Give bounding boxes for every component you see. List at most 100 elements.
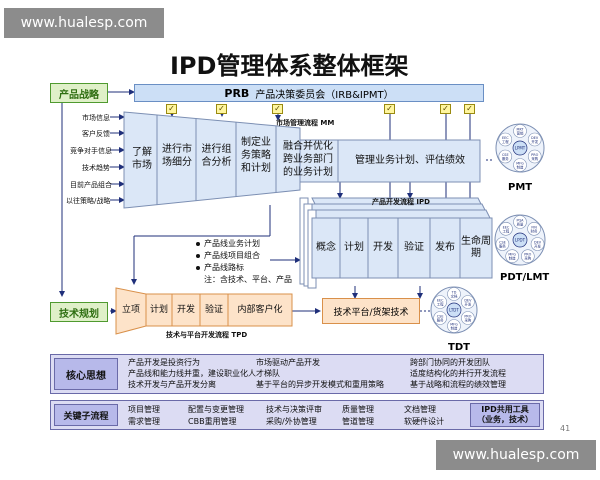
team-member-label: CSE xyxy=(437,315,444,319)
team-member-label: TD xyxy=(451,291,457,295)
team-member-label: CSE xyxy=(499,241,506,245)
team-member-circle xyxy=(530,237,545,251)
key-item: 软硬件设计 xyxy=(404,417,444,426)
team-member-label: 制造 xyxy=(451,326,458,331)
roadmap-note: 注：含技术、平台、产品 xyxy=(204,275,292,284)
tpd-step: 验证 xyxy=(204,305,223,315)
market-input: 客户反馈 xyxy=(82,130,110,138)
team-member-label: PRO xyxy=(524,253,531,257)
mm-step: 进行组合分析 xyxy=(201,144,232,168)
key-label: 关键子流程 xyxy=(54,404,118,426)
team-leader-circle xyxy=(512,140,528,156)
tpd-label: 技术与平台开发流程 TPD xyxy=(166,331,248,339)
ipd-phase: 开发 xyxy=(373,242,393,253)
team-member-circle xyxy=(495,237,510,251)
core-band xyxy=(50,354,544,394)
core-text: 产品开发是投资行为 xyxy=(128,358,200,367)
key-item: CBB重用管理 xyxy=(188,417,237,426)
tpd-step: 立项 xyxy=(121,305,140,315)
ipd-phase: 计划 xyxy=(344,242,364,253)
ipd-tools-title: IPD共用工具 xyxy=(481,405,529,414)
checkpoint-icon: ✓ xyxy=(216,104,227,114)
ipd-phase: 验证 xyxy=(404,242,424,253)
mm-step: 制定业务策略和计划 xyxy=(241,137,271,174)
mm-step: 了解市场 xyxy=(132,147,152,171)
team-leader-circle xyxy=(446,302,462,318)
team-member-label: 工程 xyxy=(437,302,444,307)
team-member-label: 营销 xyxy=(517,131,524,136)
checkpoint-icon: ✓ xyxy=(166,104,177,114)
team-name: TDT xyxy=(448,342,470,353)
prb-bar: PRB 产品决策委员会（IRB&IPMT） xyxy=(134,84,484,102)
team-member-label: 采购 xyxy=(524,256,531,261)
key-item: 需求管理 xyxy=(128,417,160,426)
core-text: 产品线和能力线并重，建设职业化人才梯队 xyxy=(128,369,280,378)
team-member-label: DEV xyxy=(531,136,539,140)
team-member-label: 开发 xyxy=(534,244,541,249)
core-text: 基于平台的异步开发模式和重用策略 xyxy=(256,380,384,389)
team-member-label: 采购 xyxy=(464,318,471,323)
prb-name: PRB xyxy=(224,86,250,100)
team-member-label: MKT xyxy=(517,128,525,132)
team-member-circle xyxy=(505,249,519,264)
checkpoint-icon: ✓ xyxy=(384,104,395,114)
tpd-step: 开发 xyxy=(176,305,195,315)
team-member-circle xyxy=(498,132,513,147)
team-member-circle xyxy=(513,124,527,138)
roadmap-item: 产品线业务计划 xyxy=(196,238,292,250)
market-input: 技术趋势 xyxy=(82,164,110,172)
team-member-label: PRO xyxy=(464,315,471,319)
team-member-circle xyxy=(521,249,535,264)
team-leader-circle xyxy=(512,232,528,248)
watermark-top: www.hualesp.com xyxy=(4,8,164,38)
roadmap-list: 产品线业务计划 产品线项目组合 产品线路标 注：含技术、平台、产品 xyxy=(196,238,292,286)
team-member-circle xyxy=(447,319,461,333)
team-member-circle xyxy=(433,311,447,325)
team-name: PMT xyxy=(508,182,533,193)
tpd-step: 内部客户化 xyxy=(237,305,283,315)
team-member-label: 工程 xyxy=(503,228,510,233)
team-member-circle xyxy=(527,149,542,164)
key-item: 采购/外协管理 xyxy=(266,417,317,426)
market-input: 目前产品组合 xyxy=(70,181,112,189)
team-member-label: 服务 xyxy=(499,244,506,249)
team-leader-label: LTDT xyxy=(449,308,459,313)
tech-planning-box: 技术规划 xyxy=(50,302,108,322)
team-member-circle xyxy=(461,295,475,309)
roadmap-item: 产品线项目组合 xyxy=(196,250,292,262)
team-member-label: MFG xyxy=(450,323,458,327)
core-text: 跨部门协同的开发团队 xyxy=(410,358,490,367)
team-name: PDT/LMT xyxy=(500,272,550,283)
team-member-circle xyxy=(433,295,447,309)
team-member-label: EEC xyxy=(437,299,444,303)
checkpoint-icon: ✓ xyxy=(464,104,475,114)
mm-manage: 管理业务计划、评估绩效 xyxy=(355,155,465,166)
mm-step: 融合并优化跨业务部门的业务计划 xyxy=(283,141,333,178)
key-item: 质量管理 xyxy=(342,405,374,414)
key-item: 配置与变更管理 xyxy=(188,405,244,414)
core-text: 技术开发与产品开发分离 xyxy=(128,380,216,389)
ipd-label: 产品开发流程 IPD xyxy=(372,198,430,206)
ipd-phase: 生命周期 xyxy=(461,236,491,259)
team-member-label: 制造 xyxy=(517,165,524,170)
roadmap-item: 产品线路标 xyxy=(196,262,292,274)
team-member-circle xyxy=(513,215,527,229)
team-member-circle xyxy=(461,311,475,325)
ipd-tools-box: IPD共用工具 （业务，技术） xyxy=(470,403,540,427)
team-member-label: MFG xyxy=(508,253,516,257)
team-member-label: EEC xyxy=(503,225,510,229)
core-text: 市场驱动产品开发 xyxy=(256,358,320,367)
team-leader-label: LPMT xyxy=(515,146,526,151)
team-member-label: 财务 xyxy=(531,228,538,233)
page-title: IPD管理体系整体框架 xyxy=(170,52,409,80)
key-item: 管道管理 xyxy=(342,417,374,426)
team-member-label: DEV xyxy=(534,241,542,245)
team-member-label: FIN xyxy=(531,225,537,229)
team-member-label: DEV xyxy=(464,299,472,303)
team-member-label: 服务 xyxy=(437,318,444,323)
team-leader-label: LPDT xyxy=(515,238,526,243)
team-member-label: CSE xyxy=(502,153,509,157)
market-input: 以往策略/战略 xyxy=(66,197,111,205)
